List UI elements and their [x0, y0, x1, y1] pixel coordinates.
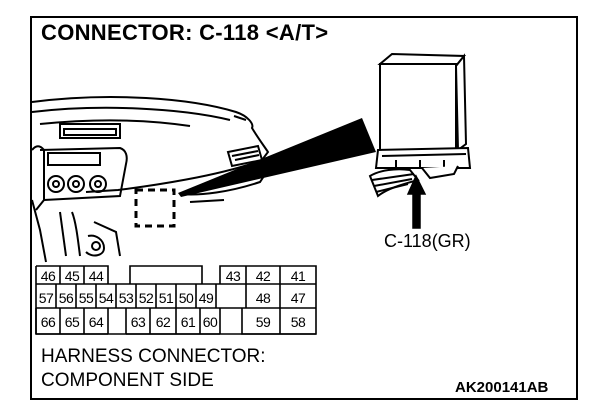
- connector-callout-label: C-118(GR): [384, 231, 471, 251]
- diagram-title: CONNECTOR: C-118 <A/T>: [41, 20, 329, 45]
- pin-label: 53: [118, 290, 134, 306]
- pin-label: 61: [180, 314, 196, 330]
- pin-label: 54: [98, 290, 114, 306]
- pin-label: 49: [198, 290, 214, 306]
- pin-label: 46: [40, 268, 56, 284]
- pin-label: 43: [225, 268, 241, 284]
- pin-label: 59: [255, 314, 271, 330]
- pin-label: 52: [138, 290, 154, 306]
- pin-label: 41: [290, 268, 306, 284]
- pin-label: 48: [255, 290, 271, 306]
- pin-label: 42: [255, 268, 271, 284]
- pin-label: 44: [88, 268, 104, 284]
- pin-label: 64: [88, 314, 104, 330]
- pin-label: 50: [178, 290, 194, 306]
- pin-label: 58: [290, 314, 306, 330]
- pin-label: 60: [202, 314, 218, 330]
- footer-line-2: COMPONENT SIDE: [41, 370, 214, 391]
- connector-face: [35, 265, 317, 335]
- pin-label: 62: [155, 314, 171, 330]
- footer-line-1: HARNESS CONNECTOR:: [41, 346, 266, 367]
- pin-label: 56: [58, 290, 74, 306]
- pin-label: 66: [40, 314, 56, 330]
- pin-label: 57: [38, 290, 54, 306]
- pin-label: 55: [78, 290, 94, 306]
- ecu-module: [368, 52, 472, 198]
- figure-frame: [30, 16, 578, 400]
- leader-wedge: [178, 118, 376, 197]
- pin-label: 65: [64, 314, 80, 330]
- figure-code: AK200141AB: [455, 379, 549, 396]
- pin-label: 63: [130, 314, 146, 330]
- up-arrow-icon: [406, 174, 427, 229]
- instrument-panel: [31, 96, 270, 263]
- pin-label: 45: [64, 268, 80, 284]
- pin-label: 51: [158, 290, 174, 306]
- pin-label: 47: [290, 290, 306, 306]
- ecu-location-marker: [134, 188, 176, 228]
